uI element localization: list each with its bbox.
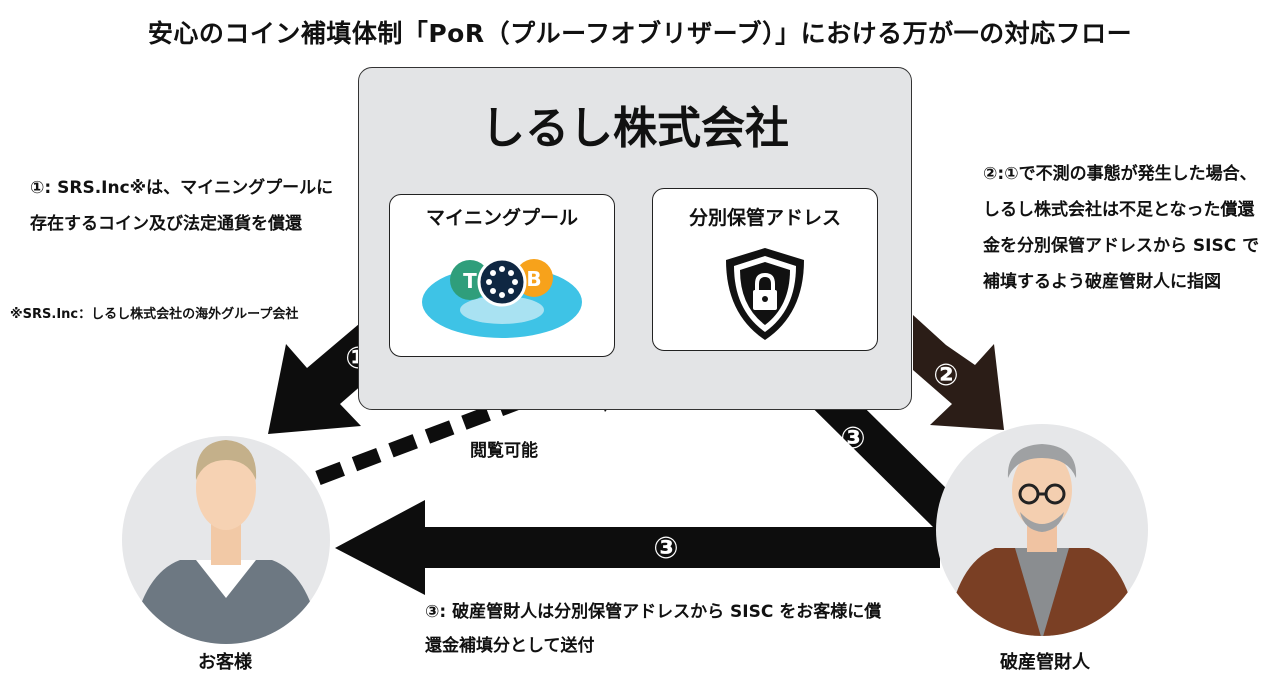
mining-pool-label: マイニングプール [425,207,578,229]
trustee-avatar [936,424,1148,636]
arrow-step3-horizontal [335,500,940,595]
shield-lock-icon [726,248,804,340]
customer-label: お客様 [198,652,252,673]
step3-note: ③: 破産管財人は分別保管アドレスから SISC をお客様に償還金補填分として送… [425,602,882,656]
arrow-step3-horizontal-number: ③ [653,531,678,566]
step1-note: ①: SRS.Inc※は、マイニングプールに存在するコイン及び法定通貨を償還 [30,178,334,234]
svg-text:T: T [463,269,477,293]
view-possible-label: 閲覧可能 [470,441,538,461]
page-title: 安心のコイン補填体制「PoR（プルーフオブリザーブ）」における万が一の対応フロー [147,19,1133,48]
customer-avatar [122,436,330,644]
trustee-label: 破産管財人 [1000,652,1090,673]
step1-footnote: ※SRS.Inc：しるし株式会社の海外グループ会社 [10,307,299,322]
company-name: しるし株式会社 [481,103,789,154]
arrow-step2 [913,315,1004,430]
step2-note: ②:①で不測の事態が発生した場合、しるし株式会社は不足となった償還金を分別保管ア… [983,164,1260,292]
svg-text:B: B [526,267,541,291]
coin-stack-icon: T B [422,257,582,338]
arrow-step2-number: ② [933,358,958,393]
segregated-address-label: 分別保管アドレス [688,207,841,229]
arrow-step3-diagonal-number: ③ [840,421,865,456]
